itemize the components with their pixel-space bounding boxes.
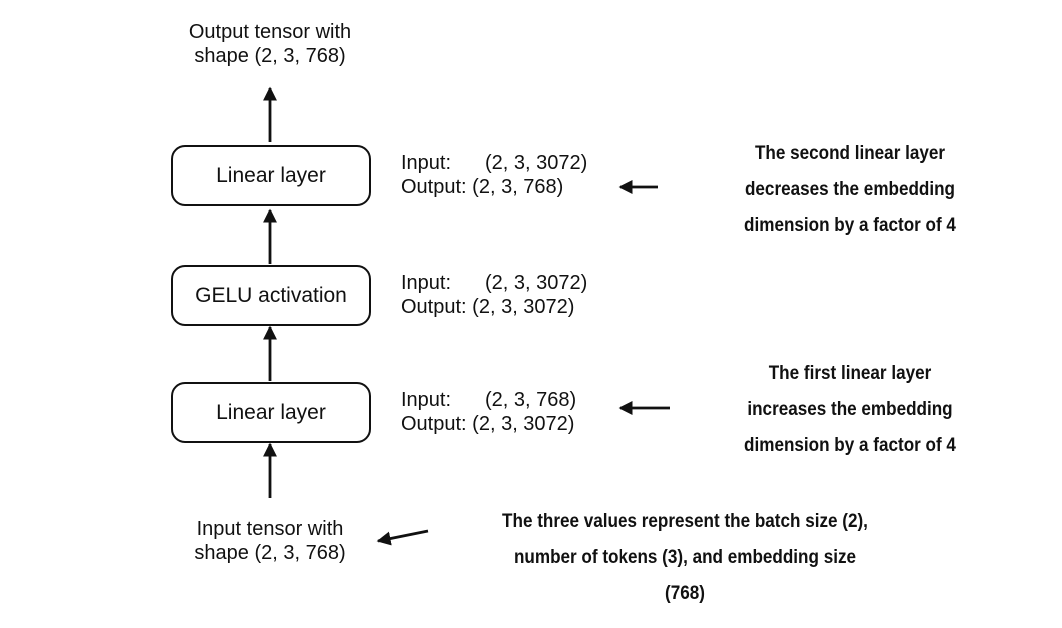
linear-layer-2-box: Linear layer (171, 145, 371, 206)
input-tensor-label: Input tensor with shape (2, 3, 768) (160, 517, 380, 565)
io-value: (2, 3, 3072) (472, 296, 575, 318)
input-shape-annotation: The three values represent the batch siz… (451, 504, 919, 612)
io-key: Input: (401, 152, 452, 174)
annotation-line: increases the embedding (747, 399, 953, 420)
output-label-line-1: Output tensor with (188, 21, 352, 43)
annotation-line: dimension by a factor of 4 (744, 215, 956, 236)
io-value: (2, 3, 3072) (485, 272, 588, 294)
second-linear-annotation: The second linear layer decreases the em… (706, 136, 994, 244)
io-key: Output: (401, 413, 467, 435)
first-linear-annotation: The first linear layer increases the emb… (706, 356, 994, 464)
io-key: Input: (401, 272, 452, 294)
annotation-line: The three values represent the batch siz… (502, 511, 868, 532)
pointer-arrow-input-shape (376, 529, 429, 546)
annotation-line: dimension by a factor of 4 (744, 435, 956, 456)
io-key: Output: (401, 176, 467, 198)
linear-layer-2-shapes: Input: (2, 3, 3072) Output: (2, 3, 768) (401, 151, 587, 199)
annotation-line: The first linear layer (768, 363, 932, 384)
linear-layer-1-label: Linear layer (216, 400, 326, 424)
input-label-line-1: Input tensor with (196, 518, 344, 540)
gelu-activation-label: GELU activation (195, 283, 347, 307)
input-label-line-2: shape (2, 3, 768) (194, 542, 346, 564)
io-key: Output: (401, 296, 467, 318)
io-value: (2, 3, 3072) (485, 152, 588, 174)
io-key: Input: (401, 389, 452, 411)
output-label-line-2: shape (2, 3, 768) (194, 45, 346, 67)
annotation-line: decreases the embedding (744, 179, 956, 200)
gelu-activation-box: GELU activation (171, 265, 371, 326)
gelu-activation-shapes: Input: (2, 3, 3072) Output: (2, 3, 3072) (401, 271, 587, 319)
io-value: (2, 3, 768) (472, 176, 564, 198)
annotation-line: (768) (665, 583, 705, 604)
linear-layer-1-shapes: Input: (2, 3, 768) Output: (2, 3, 3072) (401, 388, 576, 436)
annotation-line: The second linear layer (754, 143, 946, 164)
linear-layer-2-label: Linear layer (216, 163, 326, 187)
output-tensor-label: Output tensor with shape (2, 3, 768) (160, 20, 380, 68)
linear-layer-1-box: Linear layer (171, 382, 371, 443)
io-value: (2, 3, 768) (485, 389, 577, 411)
io-value: (2, 3, 3072) (472, 413, 575, 435)
annotation-line: number of tokens (3), and embedding size (513, 547, 857, 568)
